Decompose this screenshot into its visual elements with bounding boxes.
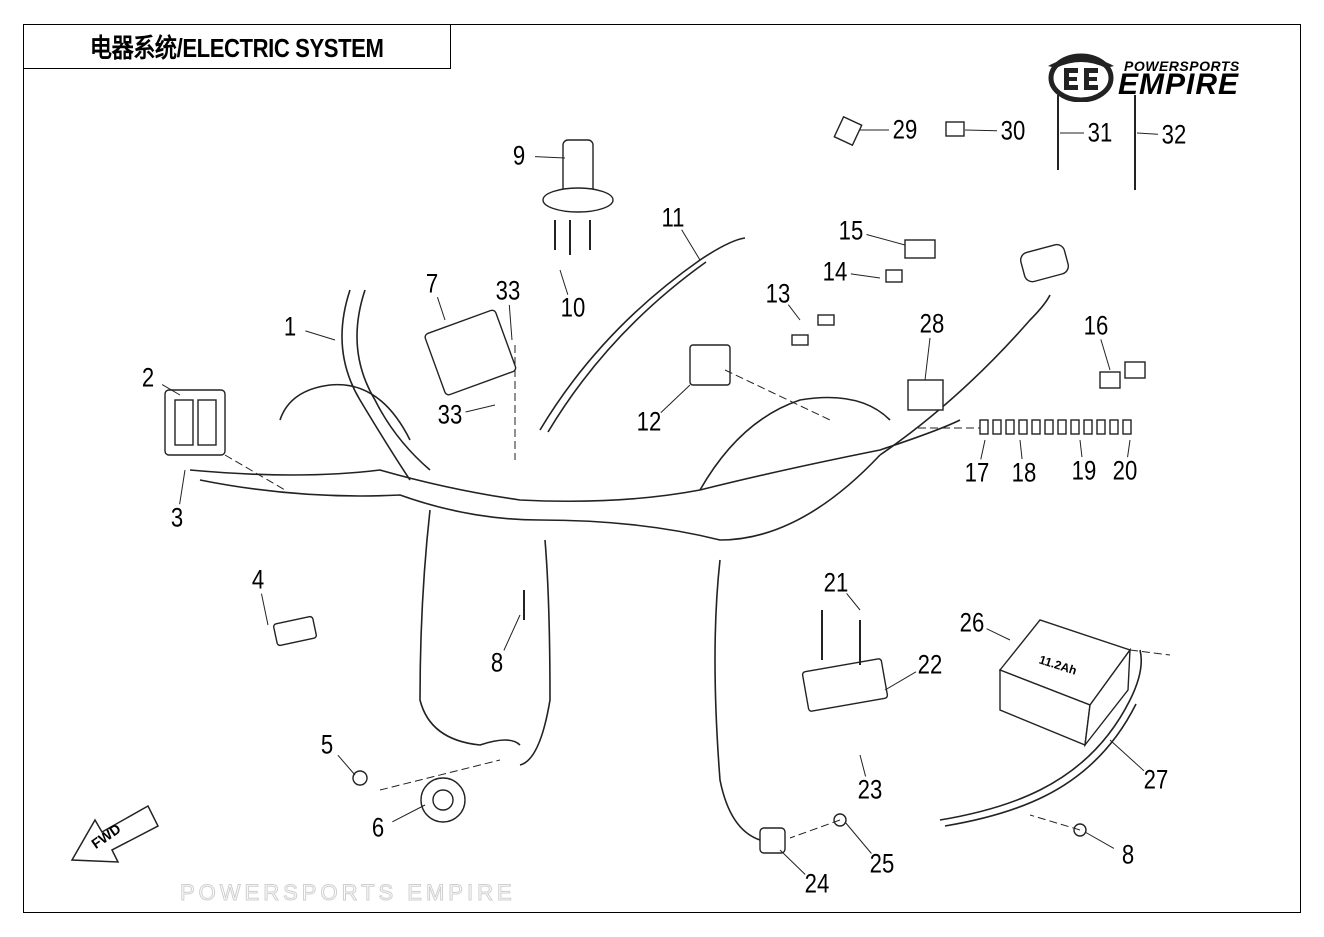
leader-line [859, 754, 867, 777]
callout-1: 1 [283, 311, 297, 342]
leader-line [337, 754, 356, 776]
callout-4: 4 [251, 564, 265, 595]
leader-line [508, 304, 513, 341]
callout-11: 11 [661, 202, 685, 233]
leader-lines [161, 129, 1159, 875]
callout-25: 25 [869, 848, 895, 879]
callout-9: 9 [512, 140, 526, 171]
callout-2: 2 [141, 362, 155, 393]
callout-33: 33 [437, 399, 463, 430]
logo-emblem-icon [1048, 53, 1114, 103]
callout-23: 23 [857, 774, 883, 805]
callout-27: 27 [1143, 764, 1169, 795]
fwd-arrow-icon [70, 804, 160, 863]
callout-24: 24 [804, 868, 830, 899]
brand-logo: POWERSPORTS EMPIRE [1046, 52, 1286, 103]
leader-line [787, 304, 801, 321]
callout-19: 19 [1071, 455, 1097, 486]
leader-line [850, 273, 881, 279]
regulator [801, 658, 889, 712]
callout-21: 21 [823, 567, 849, 598]
leader-line [1019, 439, 1023, 460]
fuse-strip [979, 419, 1132, 435]
leader-line [305, 330, 336, 341]
callout-17: 17 [964, 457, 990, 488]
assembly-lines [224, 345, 1171, 839]
callout-12: 12 [636, 406, 662, 437]
callout-31: 31 [1087, 117, 1113, 148]
logo-text-powersports: POWERSPORTS [1124, 58, 1240, 74]
callout-28: 28 [919, 308, 945, 339]
callout-26: 26 [959, 607, 985, 638]
callout-5: 5 [320, 729, 334, 760]
leader-line [559, 269, 569, 295]
callout-10: 10 [560, 292, 586, 323]
leader-line [964, 129, 998, 132]
drawing-frame [23, 24, 1301, 913]
callout-29: 29 [892, 114, 918, 145]
leader-line [1109, 739, 1145, 772]
leader-line [436, 297, 446, 321]
leader-line [844, 821, 872, 854]
components [164, 115, 1146, 854]
leader-line [1084, 831, 1115, 849]
leader-line [465, 404, 496, 413]
leader-line [681, 229, 701, 261]
starter-relay [1019, 243, 1070, 283]
leader-line [779, 849, 806, 875]
leader-line [1127, 439, 1131, 458]
leader-line [1079, 439, 1083, 458]
leader-line [924, 337, 931, 381]
sensor [759, 827, 786, 854]
leader-line [846, 593, 861, 611]
callout-14: 14 [822, 256, 848, 287]
leader-line [986, 628, 1011, 641]
callout-32: 32 [1161, 119, 1187, 150]
leader-line [1136, 132, 1159, 135]
callout-33: 33 [495, 275, 521, 306]
usb-socket [273, 615, 317, 647]
relay [689, 344, 731, 386]
callout-7: 7 [425, 268, 439, 299]
leader-line [534, 156, 566, 159]
leader-line [980, 439, 986, 460]
callout-20: 20 [1112, 455, 1138, 486]
wiring-harness [189, 237, 1143, 841]
callout-15: 15 [838, 215, 864, 246]
leader-line [884, 671, 917, 691]
callout-8: 8 [490, 647, 504, 678]
callout-8: 8 [1121, 839, 1135, 870]
leader-line [866, 234, 906, 246]
callout-3: 3 [170, 502, 184, 533]
leader-line [161, 384, 181, 396]
leader-line [660, 384, 691, 413]
callout-18: 18 [1011, 457, 1037, 488]
leader-line [1100, 339, 1111, 371]
callout-13: 13 [765, 278, 791, 309]
watermark-text: POWERSPORTS EMPIRE [180, 880, 516, 905]
callout-16: 16 [1083, 310, 1109, 341]
fuel-pump [562, 139, 594, 196]
pins [523, 95, 1136, 665]
callout-30: 30 [1000, 115, 1026, 146]
title-box: 电器系统/ELECTRIC SYSTEM [23, 24, 451, 69]
callout-22: 22 [917, 649, 943, 680]
control-unit [424, 309, 517, 396]
page-title: 电器系统/ELECTRIC SYSTEM [89, 32, 384, 63]
ecu-module [164, 389, 226, 456]
logo-text-empire: EMPIRE [1118, 68, 1240, 101]
leader-line [392, 804, 426, 823]
leader-line [179, 469, 186, 505]
leader-line [503, 614, 521, 651]
callout-6: 6 [371, 812, 385, 843]
leader-line [260, 593, 269, 626]
